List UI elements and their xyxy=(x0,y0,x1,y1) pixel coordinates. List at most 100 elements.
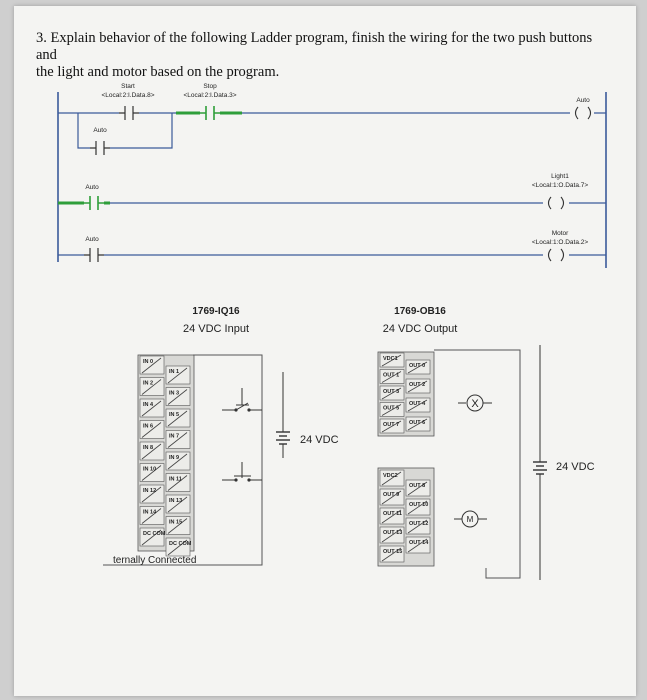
input-left-terminal[interactable]: IN 2 xyxy=(139,377,165,396)
output-left-terminal[interactable]: OUT 9 xyxy=(379,488,405,506)
input-left-terminal[interactable]: IN 12 xyxy=(139,484,165,504)
output-module-model: 1769-OB16 xyxy=(394,306,446,317)
output-right-terminal[interactable]: OUT 6 xyxy=(405,416,431,432)
input-right-terminal[interactable]: IN 15 xyxy=(165,516,191,535)
output-right-terminal-label: OUT 4 xyxy=(409,401,426,407)
output-left-terminal-label: VDC2 xyxy=(383,473,398,479)
input-left-terminals: IN 0 IN 2 IN 4 IN 6 IN 8 IN 10 IN 12 IN 14 DC CO… xyxy=(139,355,166,547)
input-left-terminal-label: IN 12 xyxy=(143,488,156,494)
input-right-terminal-label: IN 11 xyxy=(169,477,182,483)
input-right-terminal[interactable]: IN 13 xyxy=(165,494,191,514)
output-left-terminal-label: OUT 1 xyxy=(383,373,399,379)
input-module-model: 1769-IQ16 xyxy=(192,306,240,317)
output-right-terminal[interactable]: OUT 10 xyxy=(405,498,431,516)
output-right-terminal[interactable]: OUT 14 xyxy=(405,536,431,554)
output-right-terminal-label: OUT 8 xyxy=(409,483,425,489)
auto-coil-icon xyxy=(570,106,594,120)
output-left-terminal[interactable]: OUT 1 xyxy=(379,369,405,384)
input-right-terminal[interactable]: DC COM xyxy=(165,537,192,557)
rung-1-auto-label: Auto xyxy=(85,184,99,191)
output-right-terminal-label: OUT 12 xyxy=(409,521,428,527)
output-right-terminal-label: OUT 2 xyxy=(409,382,425,388)
input-left-terminal[interactable]: IN 4 xyxy=(139,398,165,418)
pushbutton-2-icon xyxy=(222,462,262,482)
output-left-terminal-label: OUT 5 xyxy=(383,406,399,412)
output-right-terminal[interactable]: OUT 2 xyxy=(405,378,431,394)
rung-2-auto-contact-icon xyxy=(84,247,104,263)
input-left-terminal[interactable]: IN 8 xyxy=(139,441,165,461)
input-module-outline xyxy=(103,354,263,566)
rung-0-branch-wire xyxy=(77,113,173,149)
output-left-terminal[interactable]: VDC1 xyxy=(379,352,405,368)
output-module-desc: 24 VDC Output xyxy=(383,323,458,335)
output-left-terminal-label: OUT 7 xyxy=(383,422,399,428)
input-right-terminal[interactable]: IN 7 xyxy=(165,430,191,449)
output-right-terminal[interactable]: OUT 0 xyxy=(405,359,431,375)
question-text: 3. Explain behavior of the following Lad… xyxy=(36,30,616,81)
input-right-terminal[interactable]: IN 3 xyxy=(165,387,191,406)
rung-2-auto-label: Auto xyxy=(85,236,99,243)
output-left-terminal[interactable]: VDC2 xyxy=(379,469,405,487)
stop-tag: <Local:2:I.Data.3> xyxy=(183,92,236,99)
worksheet xyxy=(14,6,636,696)
rung-1-auto-contact-icon xyxy=(84,195,104,211)
supply-right-label: 24 VDC xyxy=(556,461,595,473)
output-left-terminal-label: OUT 9 xyxy=(383,492,399,498)
battery-left-icon xyxy=(276,372,290,458)
output-left-terminal-label: OUT 11 xyxy=(383,511,402,517)
input-right-terminal-label: IN 5 xyxy=(169,412,179,418)
branch-auto-label: Auto xyxy=(93,127,107,134)
input-left-terminal-label: IN 14 xyxy=(143,510,157,516)
input-right-terminal[interactable]: IN 9 xyxy=(165,451,191,471)
light1-label: Light1 xyxy=(551,173,569,180)
output-right-terminal-label: OUT 0 xyxy=(409,363,425,369)
output-left-terminal[interactable]: OUT 13 xyxy=(379,526,405,544)
input-right-terminal[interactable]: IN 1 xyxy=(165,365,191,385)
output-right-terminal-label: OUT 10 xyxy=(409,502,428,508)
branch-auto-contact-icon xyxy=(90,140,110,156)
ladder-program: Start <Local:2:I.Data.8> Stop <Local:2:I… xyxy=(57,83,607,268)
input-left-terminal[interactable]: IN 14 xyxy=(139,506,165,525)
light1-tag: <Local:1:O.Data.7> xyxy=(532,182,589,189)
output-module-outline xyxy=(434,349,521,579)
stop-label: Stop xyxy=(203,83,217,90)
motor-icon xyxy=(454,510,487,528)
input-right-terminal-label: IN 15 xyxy=(169,520,182,526)
battery-right-icon xyxy=(533,345,547,580)
input-left-terminal-label: IN 2 xyxy=(143,381,153,387)
input-right-terminal-label: IN 13 xyxy=(169,498,182,504)
output-left-terminal-label: OUT 3 xyxy=(383,389,399,395)
output-right-terminal[interactable]: OUT 8 xyxy=(405,479,431,497)
light1-coil-icon xyxy=(543,196,569,210)
output-left-terminal[interactable]: OUT 3 xyxy=(379,385,405,401)
input-right-terminal[interactable]: IN 5 xyxy=(165,408,191,428)
input-left-terminal-label: IN 0 xyxy=(143,359,153,365)
output-right-terminal-label: OUT 6 xyxy=(409,420,425,426)
input-right-terminal[interactable]: IN 11 xyxy=(165,473,191,492)
output-left-terminal[interactable]: OUT 15 xyxy=(379,545,405,563)
motor-symbol: M xyxy=(467,515,474,524)
motor-label: Motor xyxy=(552,230,569,237)
light-symbol: X xyxy=(471,398,479,410)
output-left-terminal[interactable]: OUT 7 xyxy=(379,418,405,434)
input-left-terminal-label: DC COM xyxy=(143,531,166,537)
input-left-terminal[interactable]: IN 0 xyxy=(139,355,165,375)
input-module-section: 1769-IQ16 24 VDC Input IN 0IN 2IN 4IN 6I… xyxy=(103,306,339,566)
input-left-terminal[interactable]: DC COM xyxy=(139,527,166,547)
motor-coil-icon xyxy=(543,248,569,262)
output-left-terminal-label: VDC1 xyxy=(383,356,398,362)
input-left-terminal[interactable]: IN 6 xyxy=(139,420,165,439)
input-right-terminal-label: IN 1 xyxy=(169,369,179,375)
output-left-terminal[interactable]: OUT 11 xyxy=(379,507,405,525)
input-left-terminal[interactable]: IN 10 xyxy=(139,463,165,482)
input-left-terminal-label: IN 4 xyxy=(143,402,154,408)
input-left-terminal-label: IN 6 xyxy=(143,424,153,430)
output-left-terminal[interactable]: OUT 5 xyxy=(379,402,405,417)
input-module-desc: 24 VDC Input xyxy=(183,323,249,335)
output-right-terminal[interactable]: OUT 4 xyxy=(405,397,431,413)
input-right-terminal-label: IN 3 xyxy=(169,391,179,397)
output-right-terminal[interactable]: OUT 12 xyxy=(405,517,431,535)
input-right-terminal-label: DC COM xyxy=(169,541,192,547)
